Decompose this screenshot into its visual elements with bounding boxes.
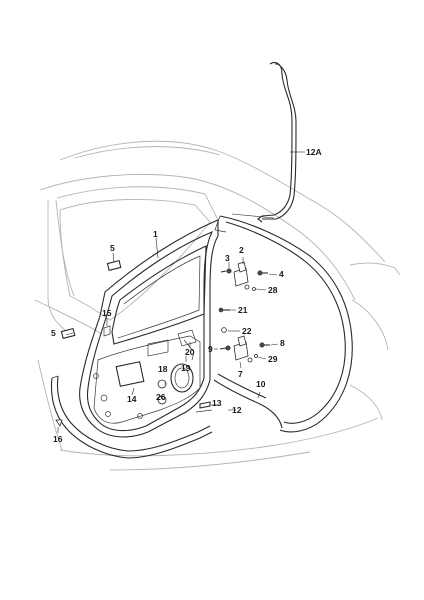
callout-2: 2 [239, 245, 244, 255]
lower-hinge-hardware [218, 307, 270, 363]
callout-5-lower: 5 [51, 328, 56, 338]
callout-5-upper: 5 [110, 243, 115, 253]
clip-16 [55, 419, 63, 427]
callout-3: 3 [225, 253, 230, 263]
vehicle-body-outline [34, 140, 401, 471]
callout-labels: 1 2 3 4 5 5 7 8 9 10 12 12A 13 14 15 16 … [51, 147, 322, 444]
door-lower-seal [50, 375, 213, 459]
callout-22: 22 [242, 326, 252, 336]
body-opening-seal [213, 215, 353, 433]
badge-5-lower [60, 327, 76, 339]
callout-10: 10 [256, 379, 266, 389]
rear-door-shell [79, 219, 219, 438]
callout-21: 21 [238, 305, 248, 315]
callout-13: 13 [212, 398, 222, 408]
leader-lines [57, 151, 305, 433]
callout-8: 8 [280, 338, 285, 348]
callout-7: 7 [238, 369, 243, 379]
callout-26: 26 [156, 392, 166, 402]
callout-15: 15 [102, 308, 112, 318]
callout-16: 16 [53, 434, 63, 444]
callout-14: 14 [127, 394, 137, 404]
callout-28: 28 [268, 285, 278, 295]
clip-13 [195, 401, 213, 413]
callout-12: 12 [232, 405, 242, 415]
callout-4: 4 [279, 269, 284, 279]
wiring-harness-12a [257, 61, 297, 223]
upper-hinge-hardware [220, 261, 268, 291]
callout-12a: 12A [306, 147, 322, 157]
callout-20: 20 [185, 347, 195, 357]
badge-5-upper [106, 259, 122, 271]
callout-1: 1 [153, 229, 158, 239]
callout-29: 29 [268, 354, 278, 364]
callout-19: 19 [181, 363, 191, 373]
callout-18: 18 [158, 364, 168, 374]
callout-9: 9 [208, 344, 213, 354]
